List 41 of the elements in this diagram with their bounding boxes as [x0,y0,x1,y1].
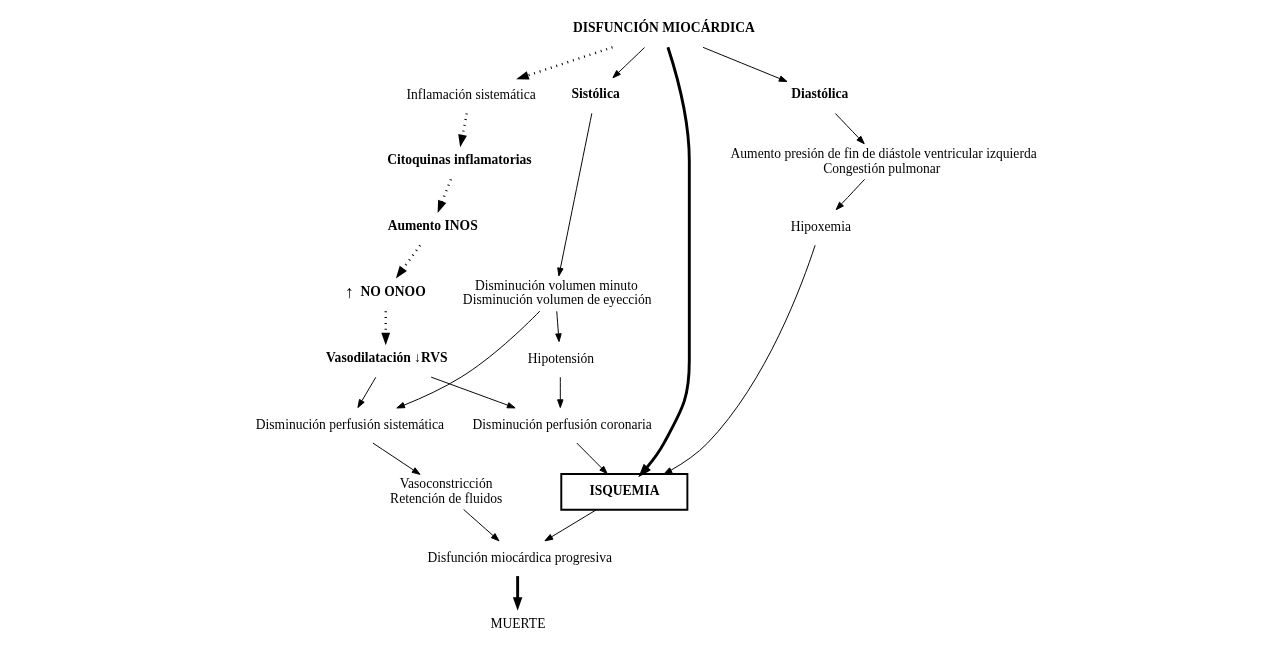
node-label: ↑ [344,281,354,302]
arrow [834,112,865,145]
node-text: Disfunción miocárdica progresiva [426,549,612,565]
arrow [554,310,562,343]
node-text: Vasodilatación ↓RVS [325,350,448,366]
arrow [637,46,691,478]
node-text: Aumento INOS [387,218,478,234]
node-text: Sistólica [570,86,620,102]
node-text: Hipoxemia [790,219,851,235]
arrow [380,311,390,346]
arrow [556,376,563,409]
node-text: Aumento presión de fin de diástole ventricular izquierda Congestión pulmonar [730,145,1037,176]
arrow [611,47,645,79]
node-text: Diastólica [790,86,848,102]
node-text: Disminución volumen minuto Disminución volumen de eyección [462,277,652,308]
arrow [371,442,420,475]
node-box: ISQUEMIA [559,472,688,511]
arrow [437,178,452,214]
arrow [702,46,787,83]
node-text: NO ONOO [360,284,426,300]
arrow [395,310,540,409]
arrow [512,576,522,611]
arrow [556,112,592,277]
arrow [395,244,421,279]
arrow [835,178,865,211]
node-text: DISFUNCIÓN MIOCÁRDICA [572,20,755,36]
arrow [462,509,499,542]
arrow [515,46,613,80]
node-text: MUERTE [489,615,545,631]
node-text: Hipotensión [527,351,594,367]
node-text: Vasoconstricción Retención de fluidos [389,476,502,506]
arrow [430,376,516,409]
arrow [544,509,596,542]
arrow [356,376,376,409]
node-text: Disminución perfusión sistemática [255,417,444,433]
arrow [575,442,608,475]
node-text: Inflamación sistemática [406,87,536,103]
arrow [457,113,468,148]
node-text: Citoquinas inflamatorias [386,152,531,168]
node-text: Disminución perfusión coronaria [472,417,652,433]
arrow [663,244,816,475]
